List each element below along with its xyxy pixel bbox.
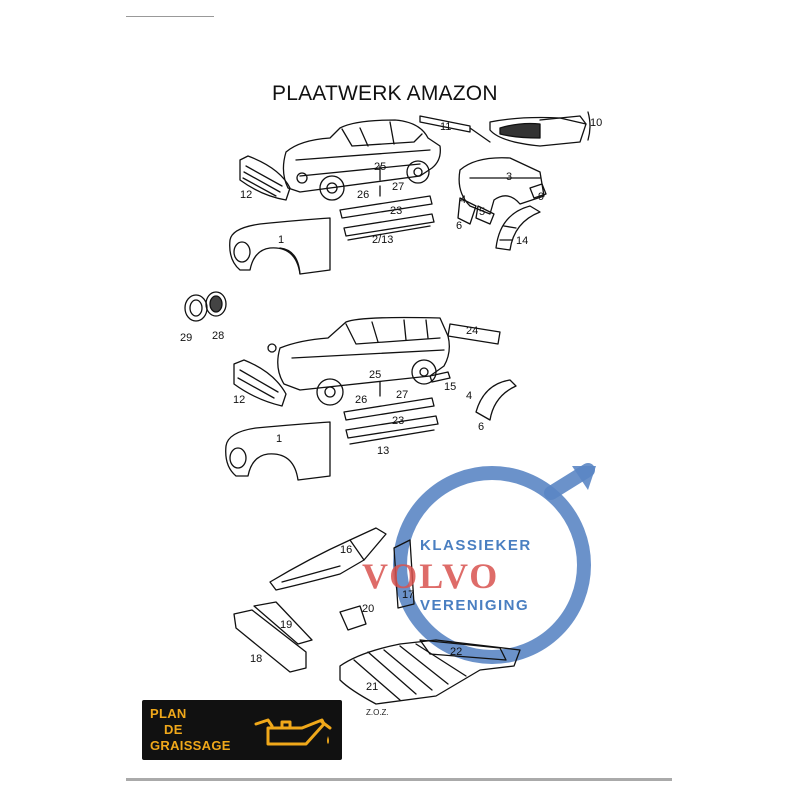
label-27-wagon: 27	[396, 389, 408, 401]
label-17: 17	[402, 589, 414, 601]
klassieker-watermark-ring	[393, 463, 596, 664]
watermark-line1: KLASSIEKER	[420, 537, 532, 554]
label-13-wagon: 13	[377, 445, 389, 457]
label-6: 6	[456, 220, 462, 232]
part-labels-panels: 16 17 20 19 18 22 21	[250, 544, 462, 693]
badge-line2: DE	[164, 722, 183, 737]
label-28: 28	[212, 330, 224, 342]
watermark-line3: VERENIGING	[420, 597, 529, 614]
part-labels-sedan: 11 10 25 12 26 27 3 4 5 6 9 23 2/13 14 1	[240, 117, 602, 247]
sedan-car-drawing	[229, 111, 591, 275]
label-6-wagon: 6	[478, 421, 484, 433]
label-11: 11	[440, 121, 451, 133]
label-10: 10	[590, 117, 602, 129]
headlamp-rings-drawing	[184, 291, 227, 322]
zoz-note: Z.O.Z.	[366, 708, 389, 717]
watermark-line2: VOLVO	[362, 556, 499, 596]
label-27: 27	[392, 181, 404, 193]
label-20: 20	[362, 603, 374, 615]
label-29: 29	[180, 332, 192, 344]
label-2-13: 2/13	[372, 234, 393, 246]
label-22: 22	[450, 646, 462, 658]
label-19: 19	[280, 619, 292, 631]
wagon-car-drawing	[225, 316, 517, 481]
bottom-rule	[126, 778, 672, 781]
part-labels-lamps: 29 28	[180, 330, 224, 344]
label-23: 23	[390, 205, 402, 217]
label-12: 12	[240, 189, 252, 201]
label-26-wagon: 26	[355, 394, 367, 406]
part-labels-wagon: 24 25 12 26 27 15 4 23 13 6 1	[233, 325, 484, 457]
klassieker-watermark-text: KLASSIEKER VOLVO VERENIGING	[362, 537, 532, 614]
oil-can-icon	[254, 718, 332, 746]
badge-line3: GRAISSAGE	[150, 738, 231, 753]
label-24: 24	[466, 325, 478, 337]
label-9: 9	[538, 191, 544, 203]
label-1: 1	[278, 234, 284, 246]
label-23-wagon: 23	[392, 415, 404, 427]
lubrication-plan-badge[interactable]: PLAN DE GRAISSAGE	[142, 700, 342, 760]
label-18: 18	[250, 653, 262, 665]
badge-line1: PLAN	[150, 706, 187, 721]
top-rule	[126, 16, 214, 17]
label-26: 26	[357, 189, 369, 201]
label-5: 5	[479, 206, 485, 218]
label-15: 15	[444, 381, 456, 393]
label-14: 14	[516, 235, 528, 247]
label-4: 4	[460, 194, 466, 206]
label-25: 25	[374, 161, 386, 173]
floor-panels-drawing	[233, 527, 521, 705]
label-4-wagon: 4	[466, 390, 472, 402]
label-1-wagon: 1	[276, 433, 282, 445]
label-3: 3	[506, 171, 512, 183]
label-12-wagon: 12	[233, 394, 245, 406]
label-25-wagon: 25	[369, 369, 381, 381]
label-21: 21	[366, 681, 378, 693]
label-16: 16	[340, 544, 352, 556]
page-title: PLAATWERK AMAZON	[272, 82, 498, 105]
